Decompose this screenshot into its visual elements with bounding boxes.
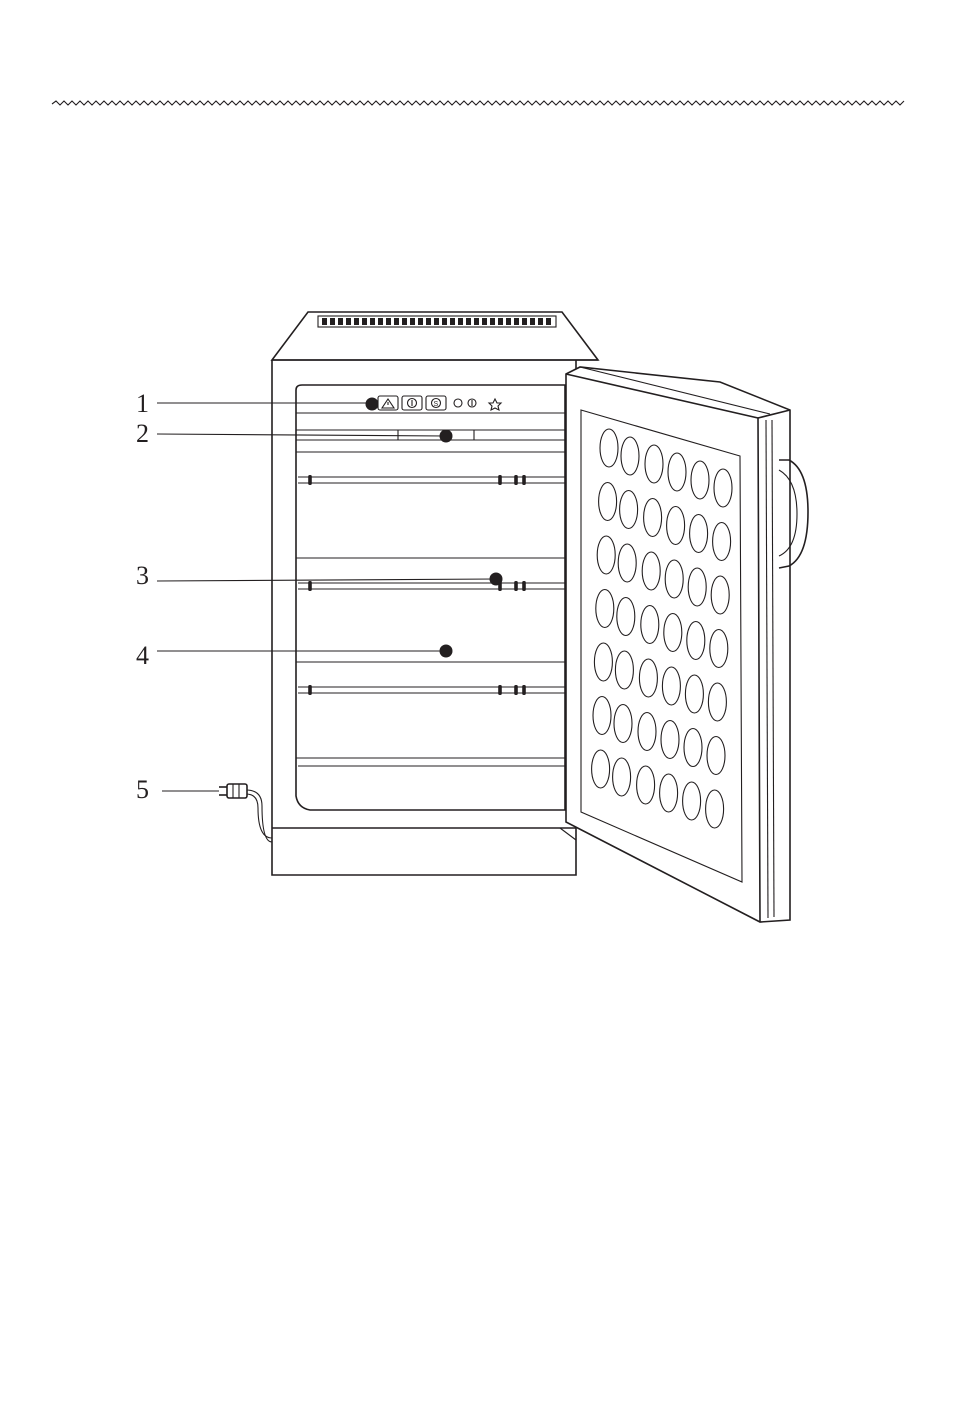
shelf-support — [308, 685, 312, 695]
shelf-support — [498, 685, 502, 695]
callout-2: 2 — [136, 419, 453, 448]
callout-number: 3 — [136, 561, 149, 590]
shelf-support — [308, 581, 312, 591]
shelf-support — [514, 581, 518, 591]
callout-3: 3 — [136, 561, 503, 590]
shelf-support — [308, 475, 312, 485]
vent-slot — [546, 318, 551, 325]
vent-slot — [530, 318, 535, 325]
shelf-support — [514, 685, 518, 695]
shelf-support — [522, 581, 526, 591]
vent-slot — [418, 318, 423, 325]
top-vent-grille — [322, 318, 551, 325]
control-panel: S — [378, 396, 501, 410]
shelf — [298, 581, 565, 591]
vent-slot — [426, 318, 431, 325]
vent-slot — [474, 318, 479, 325]
shelf-support — [522, 475, 526, 485]
shelf-support — [514, 475, 518, 485]
vent-slot — [402, 318, 407, 325]
vent-slot — [514, 318, 519, 325]
plug-icon — [227, 784, 247, 798]
door — [566, 367, 808, 922]
vent-slot — [330, 318, 335, 325]
vent-slot — [490, 318, 495, 325]
vent-slot — [482, 318, 487, 325]
power-cord — [219, 784, 272, 842]
vent-slot — [346, 318, 351, 325]
callout-number: 5 — [136, 775, 149, 804]
shelf-support — [522, 685, 526, 695]
vent-slot — [506, 318, 511, 325]
vent-slot — [386, 318, 391, 325]
light-icon — [489, 399, 501, 410]
vent-slot — [322, 318, 327, 325]
vent-slot — [538, 318, 543, 325]
shelf — [298, 685, 565, 695]
vent-slot — [362, 318, 367, 325]
vent-slot — [394, 318, 399, 325]
vent-slot — [442, 318, 447, 325]
vent-slot — [354, 318, 359, 325]
small-round-button-icon — [454, 399, 462, 407]
callout-1: 1 — [136, 389, 379, 418]
vent-slot — [434, 318, 439, 325]
callout-number: 2 — [136, 419, 149, 448]
vent-slot — [458, 318, 463, 325]
vent-slot — [522, 318, 527, 325]
decorative-top-rule — [52, 101, 904, 105]
callout-number: 4 — [136, 641, 149, 670]
svg-text:S: S — [434, 401, 439, 408]
vent-slot — [450, 318, 455, 325]
shelf-support — [498, 475, 502, 485]
cabinet-interior — [296, 385, 565, 810]
shelf — [298, 475, 565, 485]
callout-number: 1 — [136, 389, 149, 418]
callout-4: 4 — [136, 641, 453, 670]
callout-5: 5 — [136, 775, 219, 804]
vent-slot — [378, 318, 383, 325]
vent-slot — [498, 318, 503, 325]
vent-slot — [466, 318, 471, 325]
vent-slot — [410, 318, 415, 325]
vent-slot — [338, 318, 343, 325]
vent-slot — [370, 318, 375, 325]
